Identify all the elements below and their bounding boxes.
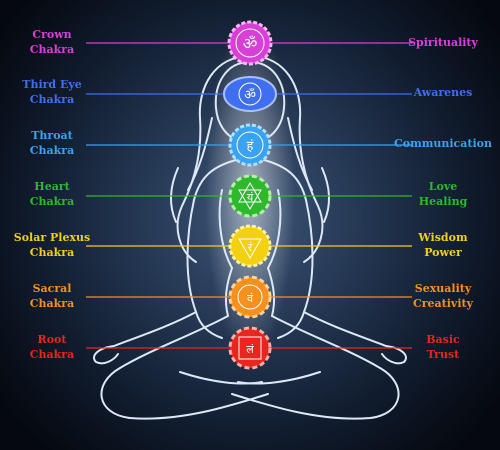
throat-lotus-ham-icon: हं — [228, 123, 272, 167]
third-eye-meaning-label: Awarenes — [413, 86, 473, 99]
heart-lotus-yam-icon: यं — [228, 174, 272, 218]
svg-text:वं: वं — [247, 292, 254, 305]
svg-text:ॐ: ॐ — [243, 34, 258, 53]
svg-text:रं: रं — [248, 241, 253, 254]
solar-plexus-lotus-ram-icon: रं — [228, 224, 272, 268]
figure-outline — [93, 55, 407, 420]
sacral-lotus-vam-icon: वं — [228, 275, 272, 319]
root-lotus-lam-icon: लं — [228, 326, 272, 370]
svg-text:ॐ: ॐ — [244, 88, 256, 103]
svg-text:यं: यं — [247, 191, 254, 204]
third-eye-lotus-om-icon: ॐ — [223, 76, 277, 112]
svg-text:हं: हं — [247, 139, 255, 154]
throat-meaning-label: Communication — [394, 137, 492, 150]
crown-meaning-label: Spirituality — [408, 36, 478, 49]
crown-lotus-om-icon: ॐ — [227, 20, 273, 66]
svg-text:लं: लं — [246, 343, 254, 356]
